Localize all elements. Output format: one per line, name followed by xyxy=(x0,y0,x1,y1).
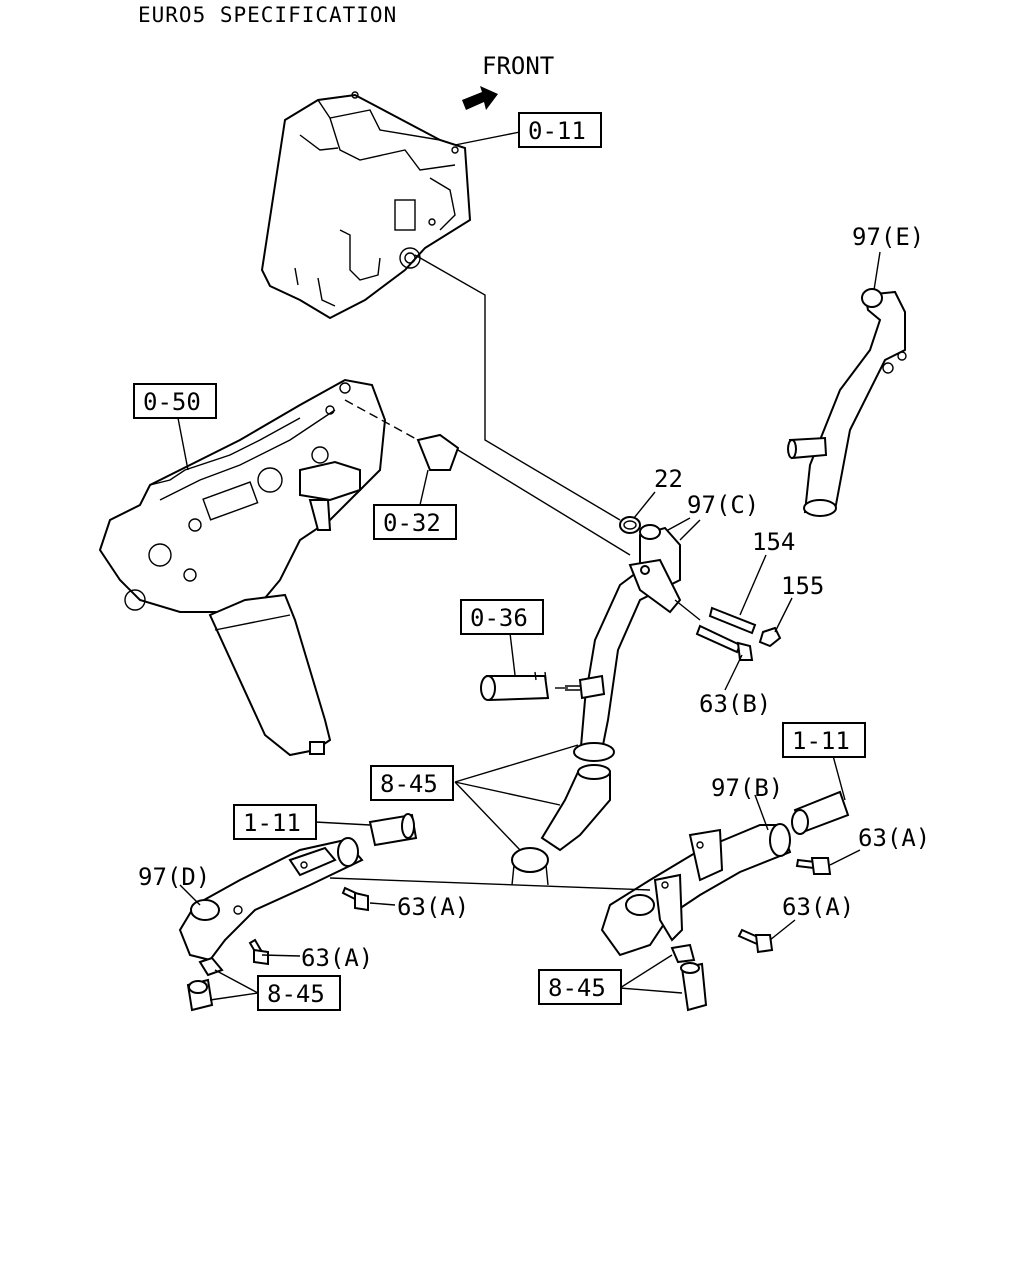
box-label-clamp-right[interactable]: 8-45 xyxy=(538,969,622,1005)
box-label-clamp-left[interactable]: 8-45 xyxy=(257,975,341,1011)
callout-97c[interactable]: 97(C) xyxy=(687,491,759,519)
hose-clamp-center xyxy=(511,742,615,886)
svg-text:0-36: 0-36 xyxy=(470,604,528,632)
svg-text:1-11: 1-11 xyxy=(243,809,301,837)
engine-block xyxy=(260,91,472,320)
pipe-111-right xyxy=(791,790,850,835)
box-label-hose-clamp-center[interactable]: 8-45 xyxy=(370,765,454,801)
clamp-845-left xyxy=(186,956,224,1012)
callout-97e[interactable]: 97(E) xyxy=(852,223,924,251)
pipe-97e xyxy=(787,288,907,517)
stud-154 xyxy=(708,606,757,635)
svg-text:8-45: 8-45 xyxy=(267,980,325,1008)
svg-text:1-11: 1-11 xyxy=(792,727,850,755)
callout-63a-left-lower[interactable]: 63(A) xyxy=(301,944,373,972)
svg-text:8-45: 8-45 xyxy=(548,974,606,1002)
callout-97b[interactable]: 97(B) xyxy=(711,774,783,802)
callout-155[interactable]: 155 xyxy=(781,572,824,600)
hose-fitting xyxy=(565,674,606,700)
svg-text:0-11: 0-11 xyxy=(528,117,586,145)
o-ring-22 xyxy=(619,516,641,534)
bolt-63a-left-upper xyxy=(341,886,369,912)
nut-155 xyxy=(758,626,782,648)
box-label-pipe-right[interactable]: 1-11 xyxy=(782,722,866,758)
pipe-97b xyxy=(600,823,792,957)
svg-text:8-45: 8-45 xyxy=(380,770,438,798)
callout-63a-right-lower[interactable]: 63(A) xyxy=(782,893,854,921)
callout-154[interactable]: 154 xyxy=(752,528,795,556)
bolt-63a-right-upper xyxy=(795,857,832,875)
svg-text:0-50: 0-50 xyxy=(143,388,201,416)
clamp-845-right xyxy=(670,943,708,1012)
leader-lines xyxy=(177,131,881,1001)
bolt-63a-right-lower xyxy=(737,928,774,954)
callout-22[interactable]: 22 xyxy=(654,465,683,493)
callout-97d[interactable]: 97(D) xyxy=(138,863,210,891)
box-label-pipe-left[interactable]: 1-11 xyxy=(233,804,317,840)
manifold-assembly xyxy=(98,378,387,757)
bolt-63a-left-lower xyxy=(248,938,269,966)
callout-63a-right-upper[interactable]: 63(A) xyxy=(858,824,930,852)
gasket-032 xyxy=(416,433,460,471)
box-label-engine-block[interactable]: 0-11 xyxy=(518,112,602,148)
pipe-97d xyxy=(178,837,364,962)
pipe-111-left xyxy=(368,813,418,847)
svg-text:0-32: 0-32 xyxy=(383,509,441,537)
front-arrow-icon xyxy=(462,86,498,110)
diagram-title: EURO5 SPECIFICATION xyxy=(138,3,397,27)
pipe-97c xyxy=(578,524,682,762)
callout-63b[interactable]: 63(B) xyxy=(699,690,771,718)
front-label: FRONT xyxy=(482,52,554,80)
box-label-manifold[interactable]: 0-50 xyxy=(133,383,217,419)
box-label-hose[interactable]: 0-36 xyxy=(460,599,544,635)
callout-63a-left-upper[interactable]: 63(A) xyxy=(397,893,469,921)
bolt-63b xyxy=(695,624,754,661)
hose-036 xyxy=(480,671,550,702)
box-label-gasket[interactable]: 0-32 xyxy=(373,504,457,540)
